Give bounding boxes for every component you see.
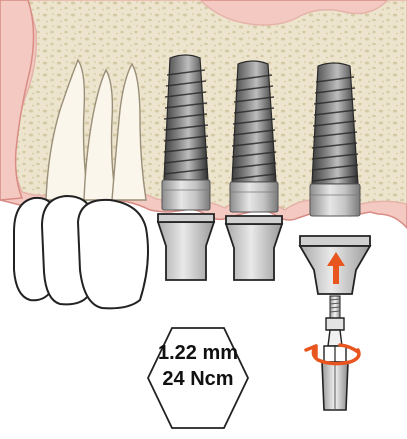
torque-value-text: 24 Ncm bbox=[150, 366, 246, 392]
drill-diameter-text: 1.22 mm bbox=[150, 340, 246, 366]
spec-label: 1.22 mm 24 Ncm bbox=[150, 340, 246, 392]
screwdriver bbox=[322, 296, 348, 410]
tooth-crowns bbox=[14, 196, 148, 308]
